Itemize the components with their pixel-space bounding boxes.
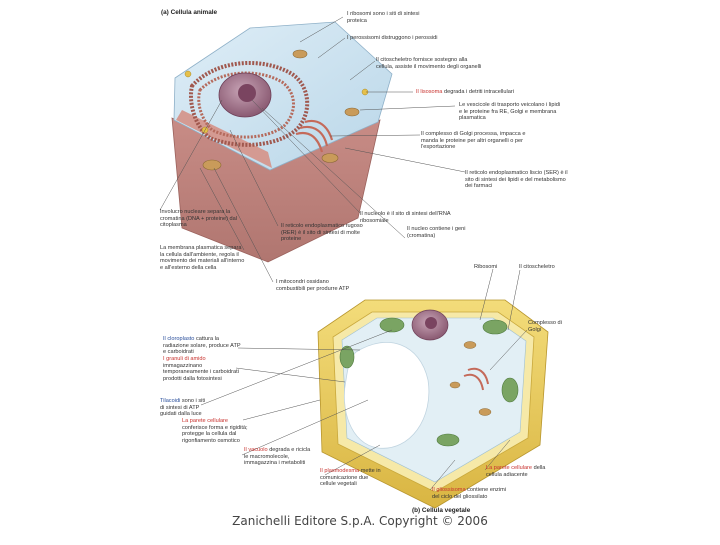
label-nucleo: Il nucleo contiene i geni (cromatina) bbox=[407, 226, 466, 239]
label-rer: Il reticolo endoplasmatico rugoso (RER) … bbox=[281, 223, 363, 243]
animal-cell bbox=[171, 21, 393, 263]
label-plasmodesma: Il plasmodesma mette in comunicazione du… bbox=[320, 468, 384, 488]
label-gliossisoma: Il gliossisoma contiene enzimi del ciclo… bbox=[432, 487, 512, 500]
label-ribosomi: Ribosomi bbox=[474, 264, 498, 270]
label-golgi-2: Complesso di Golgi bbox=[528, 320, 562, 333]
label-tilacoidi-name: Tilacoidi bbox=[160, 398, 181, 404]
label-lisosoma: Il lisosoma degrada i detriti intracellu… bbox=[416, 89, 536, 96]
label-vacuolo-text: degrada e ricicla le macromolecole, imma… bbox=[244, 447, 311, 467]
label-amido: I granuli di amido immagazzinano tempora… bbox=[163, 356, 243, 382]
label-golgi: Il complesso di Golgi processa, impacca … bbox=[421, 131, 526, 151]
label-rel: Il reticolo endoplasmatico liscio (SER) … bbox=[465, 170, 568, 190]
label-parete-text: conferisce forma e rigidità; protegge la… bbox=[182, 424, 248, 444]
label-involucro: Involucro nucleare separa la cromatina (… bbox=[160, 209, 237, 229]
plant-golgi bbox=[463, 367, 489, 391]
label-ribosomi-liberi: I ribosomi sono i siti di sintesi protei… bbox=[347, 11, 420, 24]
label-parete-2-name: La parete cellulare bbox=[486, 465, 533, 471]
label-gliossisoma-text: contiene enzimi del ciclo del gliossilat… bbox=[432, 487, 506, 500]
label-cloroplasto-name: Il cloroplasto bbox=[163, 336, 195, 342]
label-cloroplasto: Il cloroplasto cattura la radiazione sol… bbox=[163, 336, 243, 356]
golgi bbox=[295, 119, 334, 153]
label-perossisomi: I perossisomi distruggono i perossidi bbox=[347, 35, 438, 41]
cut-surface-left bbox=[176, 110, 272, 168]
label-parete-name: La parete cellulare bbox=[182, 418, 229, 424]
label-lisosoma-text: degrada i detriti intracellulari bbox=[442, 89, 514, 95]
title-plant-cell: (b) Cellula vegetale bbox=[412, 507, 471, 514]
mitochondria bbox=[202, 49, 360, 171]
label-citoscheletro: Il citoscheletro fornisce sostegno alla … bbox=[376, 57, 482, 70]
leader-lines bbox=[159, 16, 528, 491]
title-animal-cell: (a) Cellula animale bbox=[161, 9, 218, 16]
label-gliossisoma-name: Il gliossisoma bbox=[432, 487, 466, 493]
nucleolus bbox=[238, 84, 256, 102]
copyright-notice: Zanichelli Editore S.p.A. Copyright © 20… bbox=[232, 514, 488, 528]
label-plasmodesma-text: mette in comunicazione due cellule veget… bbox=[320, 468, 381, 488]
label-cloroplasto-text: cattura la radiazione solare, produce AT… bbox=[163, 336, 241, 356]
label-tilacoidi-text: sono i siti di sintesi di ATP guidati da… bbox=[160, 398, 206, 418]
label-tilacoidi: Tilacoidi sono i siti di sintesi di ATP … bbox=[160, 398, 208, 418]
label-parete: La parete cellulare conferisce forma e r… bbox=[182, 418, 248, 444]
label-nucleolo: Il nucleolo è il sito di sintesi dell'RN… bbox=[360, 211, 451, 224]
vacuole bbox=[343, 342, 430, 449]
chloroplasts bbox=[339, 317, 519, 447]
plant-mitochondria bbox=[449, 341, 492, 416]
label-membrana: La membrana plasmatica separa la cellula… bbox=[160, 245, 245, 271]
label-vacuolo: Il vacuolo degrada e ricicla le macromol… bbox=[244, 447, 314, 467]
label-vescicole: Le vescicole di trasporto veicolano i li… bbox=[459, 102, 561, 122]
label-mitocondri: I mitocondri ossidano combustibili per p… bbox=[276, 279, 350, 292]
plant-nucleolus bbox=[425, 317, 437, 329]
label-parete-2: La parete cellulare della cellula adiace… bbox=[486, 465, 556, 478]
label-lisosoma-name: Il lisosoma bbox=[416, 89, 443, 95]
label-parete-2-text: della cellula adiacente bbox=[486, 465, 546, 478]
label-amido-name: I granuli di amido bbox=[163, 356, 206, 362]
plant-cell bbox=[317, 299, 549, 509]
label-plasmodesma-name: Il plasmodesma bbox=[320, 468, 360, 474]
label-amido-text: immagazzinano temporaneamente i carboidr… bbox=[163, 362, 239, 382]
label-citoscheletro-2: Il citoscheletro bbox=[519, 264, 555, 270]
label-vacuolo-name: Il vacuolo bbox=[244, 447, 268, 453]
